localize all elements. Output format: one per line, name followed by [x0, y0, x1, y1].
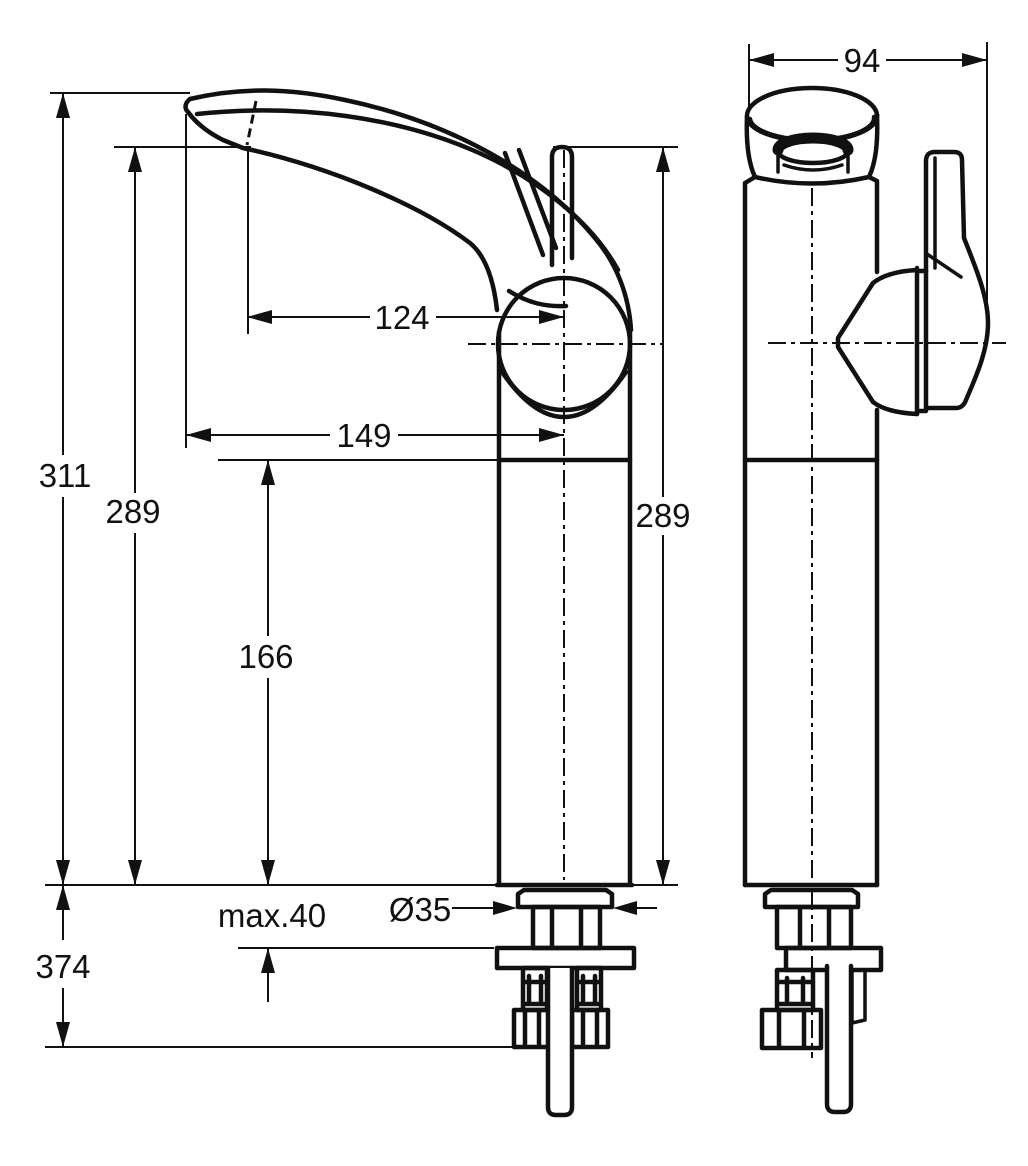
label-deck-thickness: max.40 — [218, 897, 326, 934]
label-body-width: 94 — [844, 42, 881, 79]
front-body-right-edge-upper — [866, 174, 880, 275]
front-supply-nut — [759, 1007, 824, 1051]
label-tip-to-axis: 149 — [336, 417, 391, 454]
arrow-tip-left — [186, 428, 211, 442]
arrow-below-deck-bottom — [56, 1022, 70, 1047]
label-below-deck: 374 — [35, 948, 90, 985]
side-threaded-mounting-rod — [545, 965, 575, 1118]
arrow-tip-right — [539, 428, 564, 442]
arrow-total-height-bottom — [56, 860, 70, 885]
side-view — [183, 88, 637, 1118]
label-total-height: 311 — [39, 457, 92, 494]
arrow-handle-height-top — [656, 147, 670, 172]
front-spout-rim-top-arc — [744, 85, 880, 120]
arrow-lower-body-top — [261, 460, 275, 485]
front-bowl-left-side — [744, 114, 758, 180]
front-threaded-mounting-rod — [824, 963, 854, 1115]
center-lines — [468, 150, 1006, 1058]
arrow-handle-height-bottom — [656, 860, 670, 885]
arrow-deck-thickness — [261, 948, 275, 973]
front-outlet-opening-shadow — [772, 132, 854, 156]
arrow-body-width-left — [749, 53, 774, 67]
side-supply-nut-right — [569, 1007, 611, 1050]
dimension-arrowheads — [56, 53, 987, 1047]
label-lower-body-height: 166 — [238, 638, 293, 675]
front-base-flange — [762, 887, 861, 910]
front-lever-crease-line — [925, 252, 963, 279]
front-view — [742, 85, 991, 1115]
front-threaded-shank — [774, 904, 854, 951]
side-supply-nut-left — [511, 1007, 553, 1050]
side-threaded-shank — [530, 904, 603, 951]
label-handle-height: 289 — [635, 497, 690, 534]
arrow-shank-pointing-right — [493, 901, 517, 915]
side-spout-lower-edge — [183, 96, 500, 313]
side-supply-connector-left — [520, 965, 550, 1013]
side-mounting-washer — [494, 945, 637, 971]
front-supply-connector — [774, 967, 816, 1013]
arrow-spout-height-bottom — [128, 860, 142, 885]
side-outlet-dashed-tick — [245, 100, 258, 146]
side-base-flange — [515, 887, 615, 910]
side-lever-slot-line-a — [502, 150, 546, 258]
side-spout-top-face-line — [194, 108, 621, 273]
dimension-labels: 311 289 124 149 166 289 374 max.40 Ø35 9… — [35, 42, 880, 985]
arrow-lower-body-bottom — [261, 860, 275, 885]
side-spout-fold-line — [506, 288, 569, 309]
front-body-left-edge — [742, 174, 758, 888]
arrow-shank-pointing-left — [613, 901, 637, 915]
front-lever-handle — [923, 149, 991, 411]
arrow-outlet-right — [539, 310, 564, 324]
arrow-total-height-top — [56, 93, 70, 118]
arrow-spout-height-top — [128, 147, 142, 172]
label-shank-diameter: Ø35 — [389, 891, 451, 928]
front-bowl-bottom-arc — [752, 174, 872, 186]
label-spout-height: 289 — [105, 493, 160, 530]
arrow-below-deck-top — [56, 885, 70, 910]
arrow-body-width-right — [962, 53, 987, 67]
dimension-lines — [45, 42, 988, 1048]
side-lever-slot-line-b — [516, 147, 559, 251]
front-bowl-right-side — [866, 112, 880, 180]
front-bowl-floor-arc — [782, 163, 844, 172]
side-supply-connector-right — [574, 965, 604, 1013]
front-rear-supply-hose — [850, 968, 867, 1025]
arrow-outlet-left — [247, 310, 272, 324]
label-outlet-to-axis: 124 — [374, 299, 429, 336]
outlet-marker — [245, 100, 258, 146]
